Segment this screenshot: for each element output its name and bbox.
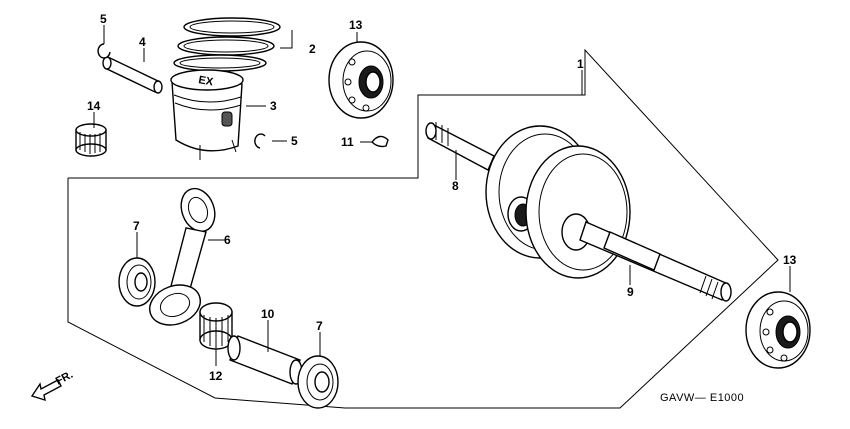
piston-rings [173, 17, 281, 72]
thrust-washer-left [118, 257, 156, 307]
front-label: FR. [54, 369, 75, 388]
callout-7-left: 7 [133, 219, 140, 233]
crank-pin [227, 335, 303, 385]
callout-4: 4 [139, 35, 146, 49]
ball-bearing-top [328, 41, 394, 119]
ball-bearing-right [745, 291, 811, 369]
piston: EX [170, 69, 244, 160]
callout-5-right: 5 [291, 134, 298, 148]
crankshaft-assembly [425, 122, 732, 302]
front-arrow-icon [30, 379, 62, 402]
piston-pin-clip-top [97, 43, 111, 59]
callout-7-right: 7 [316, 319, 323, 333]
svg-text:EX: EX [197, 74, 214, 88]
callout-1: 1 [577, 57, 584, 71]
piston-pin [102, 56, 163, 94]
needle-bearing-large [199, 302, 233, 350]
front-direction-marker: FR. [30, 369, 75, 402]
needle-bearing-small [75, 123, 107, 157]
callout-9: 9 [627, 285, 634, 299]
assembly-boundary [67, 48, 779, 409]
piston-pin-clip-right [254, 133, 266, 149]
callout-11: 11 [341, 135, 354, 149]
woodruff-key [371, 135, 389, 148]
callout-8: 8 [452, 179, 459, 193]
diagram-code: GAVW— E1000 [660, 392, 744, 404]
callout-5-top: 5 [100, 12, 107, 26]
callout-3: 3 [270, 99, 277, 113]
callout-2: 2 [309, 42, 316, 56]
callout-14: 14 [87, 99, 101, 113]
thrust-washer-right [297, 355, 339, 409]
callout-13-top: 13 [349, 18, 363, 32]
callout-13-right: 13 [783, 253, 797, 267]
callout-10: 10 [261, 307, 275, 321]
connecting-rod [149, 187, 216, 326]
callout-12: 12 [209, 369, 223, 383]
callout-6: 6 [224, 233, 231, 247]
leader-lines [93, 25, 791, 366]
